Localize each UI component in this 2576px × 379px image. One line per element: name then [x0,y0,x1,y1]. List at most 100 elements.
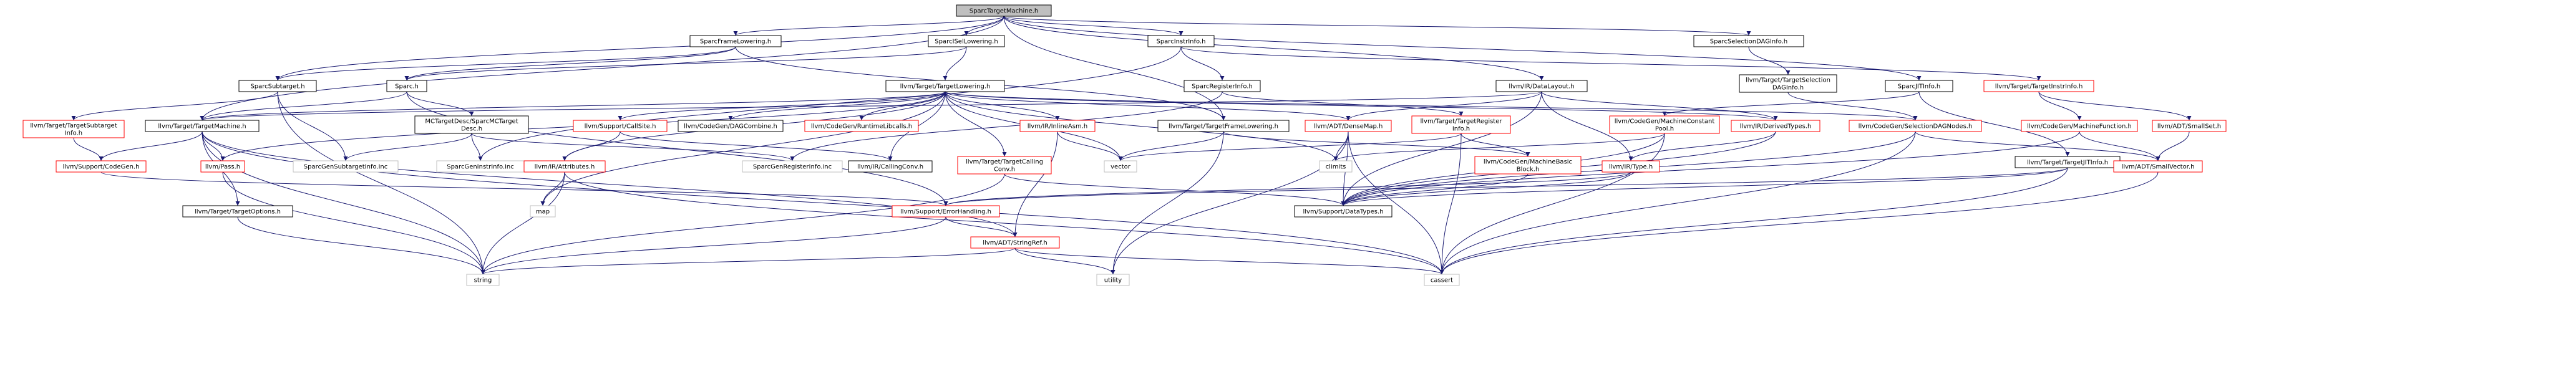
node-label: SparcISelLowering.h [935,39,998,46]
node-llvm-target-targetlowering-h[interactable]: llvm/Target/TargetLowering.h [885,80,1005,92]
node-llvm-ir-type-h[interactable]: llvm/IR/Type.h [1601,160,1660,173]
node-llvm-ir-callingconv-h[interactable]: llvm/IR/CallingConv.h [848,160,933,173]
node-llvm-support-datatypes-h[interactable]: llvm/Support/DataTypes.h [1294,205,1392,218]
node-llvm-ir-derivedtypes-h[interactable]: llvm/IR/DerivedTypes.h [1731,120,1820,132]
node-label: llvm/ADT/SmallSet.h [2157,123,2221,130]
node-sparcisellowering-h[interactable]: SparcISelLowering.h [928,35,1005,47]
node-label: llvm/ADT/DenseMap.h [1314,123,1383,130]
edge-pass-to-string [222,171,485,275]
node-label: Info.h [1452,126,1470,133]
node-sparcsubtarget-h[interactable]: SparcSubtarget.h [238,80,317,92]
node-sparcselectiondaginfo-h[interactable]: SparcSelectionDAGInfo.h [1693,35,1804,47]
edge-attributes-to-map [540,171,565,206]
node-label: SparcGenInstrInfo.inc [447,164,514,171]
node-label: llvm/Pass.h [205,164,240,171]
node-label: llvm/IR/DataLayout.h [1509,84,1574,90]
node-label: llvm/Support/ErrorHandling.h [900,209,991,216]
edge-stringref-to-string [480,247,1016,275]
node-llvm-adt-smallset-h[interactable]: llvm/ADT/SmallSet.h [2152,120,2227,132]
node-sparcinstrinfo-h[interactable]: SparcInstrInfo.h [1147,35,1215,47]
node-label: Desc.h [461,126,482,133]
edge-tjitinfo-to-datatypes [1341,167,2068,206]
edge-attributes-to-cassert [564,171,1444,275]
edge-tlowering-to-seldagnodes [945,91,1918,121]
node-llvm-codegen-runtimelibcalls-h[interactable]: llvm/CodeGen/RuntimeLibcalls.h [804,120,919,132]
node-llvm-target-targetmachine-h[interactable]: llvm/Target/TargetMachine.h [145,120,260,132]
edge-mctargetdesc-to-instrinfo_inc [471,133,483,161]
node-label: vector [1111,164,1131,171]
node-utility: utility [1096,274,1130,286]
node-llvm-ir-datalayout-h[interactable]: llvm/IR/DataLayout.h [1495,80,1588,92]
node-label: llvm/CodeGen/MachineBasic [1484,159,1572,166]
node-llvm-target-targetframelowering-h[interactable]: llvm/Target/TargetFrameLowering.h [1157,120,1290,132]
node-label: DAGInfo.h [1772,85,1804,92]
edge-root-to-subtarget [275,16,1004,81]
edge-smallset-to-smallvector [2156,131,2190,161]
node-label: llvm/Target/TargetSelection [1746,77,1830,84]
node-llvm-adt-smallvector-h[interactable]: llvm/ADT/SmallVector.h [2113,160,2203,173]
node-label: llvm/IR/CallingConv.h [857,164,923,171]
node-llvm-support-errorhandling-h[interactable]: llvm/Support/ErrorHandling.h [892,205,1000,218]
node-label: llvm/IR/Attributes.h [535,164,595,171]
edge-tframelowering-to-utility [1111,131,1224,275]
edge-inlineasm-to-stringref [1013,131,1058,237]
node-label: SparcJITInfo.h [1898,84,1941,90]
node-sparcjitinfo-h[interactable]: SparcJITInfo.h [1885,80,1953,92]
node-llvm-support-callsite-h[interactable]: llvm/Support/CallSite.h [573,120,668,132]
edge-subtarget-to-string [277,91,485,275]
node-sparcframelowering-h[interactable]: SparcFrameLowering.h [689,35,782,47]
node-sparcgenregisterinfo-inc: SparcGenRegisterInfo.inc [742,160,843,173]
node-llvm-pass-h[interactable]: llvm/Pass.h [200,160,245,173]
edge-tframelowering-to-vector [1118,131,1224,161]
node-llvm-ir-inlineasm-h[interactable]: llvm/IR/InlineAsm.h [1019,120,1096,132]
edge-tlowering-to-densemap [945,91,1351,121]
node-label: llvm/CodeGen/DAGCombine.h [684,123,777,130]
edge-reginfo-to-tregisterinfo [1222,91,1464,117]
edge-layer [71,16,2192,275]
edge-framelowering-to-sparc [404,46,736,81]
edge-tsubtargetinfo-to-supportcodegen [73,137,104,161]
node-label: SparcSelectionDAGInfo.h [1710,39,1788,46]
edge-tregisterinfo-to-machinebasicblock [1461,133,1530,157]
node-llvm-target-targetjitinfo-h[interactable]: llvm/Target/TargetJITInfo.h [2015,156,2121,168]
edge-tjitinfo-to-cassert [1439,167,2068,275]
edge-cgmcp-to-cassert [1439,133,1665,275]
node-climits: climits [1319,160,1353,173]
edge-root-to-jitinfo [1003,16,1922,81]
edge-inlineasm-to-vector [1057,131,1123,161]
node-label: llvm/CodeGen/RuntimeLibcalls.h [811,123,912,130]
node-llvm-adt-densemap-h[interactable]: llvm/ADT/DenseMap.h [1305,120,1392,132]
edge-tinstrinfo-to-machinefunction [2038,91,2082,121]
node-sparc-h[interactable]: Sparc.h [386,80,427,92]
node-llvm-codegen-dagcombine-h[interactable]: llvm/CodeGen/DAGCombine.h [678,120,784,132]
node-map: map [530,205,556,218]
node-label: string [474,277,492,284]
edge-tregisterinfo-to-vector [1118,133,1462,161]
node-llvm-ir-attributes-h[interactable]: llvm/IR/Attributes.h [523,160,606,173]
edge-datalayout-to-datatypes [1341,91,1542,206]
node-llvm-adt-stringref-h[interactable]: llvm/ADT/StringRef.h [970,236,1060,249]
edge-tmachine-to-stringref [202,131,1018,237]
edge-framelowering-to-subtarget [275,46,736,81]
node-label: SparcRegisterInfo.h [1192,84,1253,90]
node-llvm-codegen-machinefunction-h[interactable]: llvm/CodeGen/MachineFunction.h [2021,120,2138,132]
node-llvm-target-targetoptions-h[interactable]: llvm/Target/TargetOptions.h [182,205,293,218]
node-llvm-target-targetinstrinfo-h[interactable]: llvm/Target/TargetInstrInfo.h [1983,80,2094,92]
node-llvm-support-codegen-h[interactable]: llvm/Support/CodeGen.h [56,160,147,173]
edge-mctargetdesc-to-subtargetinfo_inc [343,133,472,161]
node-sparcregisterinfo-h[interactable]: SparcRegisterInfo.h [1184,80,1261,92]
node-label: llvm/ADT/SmallVector.h [2122,164,2195,171]
edge-erranghandling-to-string [480,216,946,275]
node-llvm-codegen-selectiondagnodes-h[interactable]: llvm/CodeGen/SelectionDAGNodes.h [1849,120,1982,132]
edge-irtype-to-datatypes [1341,171,1631,206]
edge-smallvector-to-cassert [1439,171,2159,275]
edge-callsite-to-callingconv [620,131,893,161]
edge-tmachine-to-string [202,131,485,275]
